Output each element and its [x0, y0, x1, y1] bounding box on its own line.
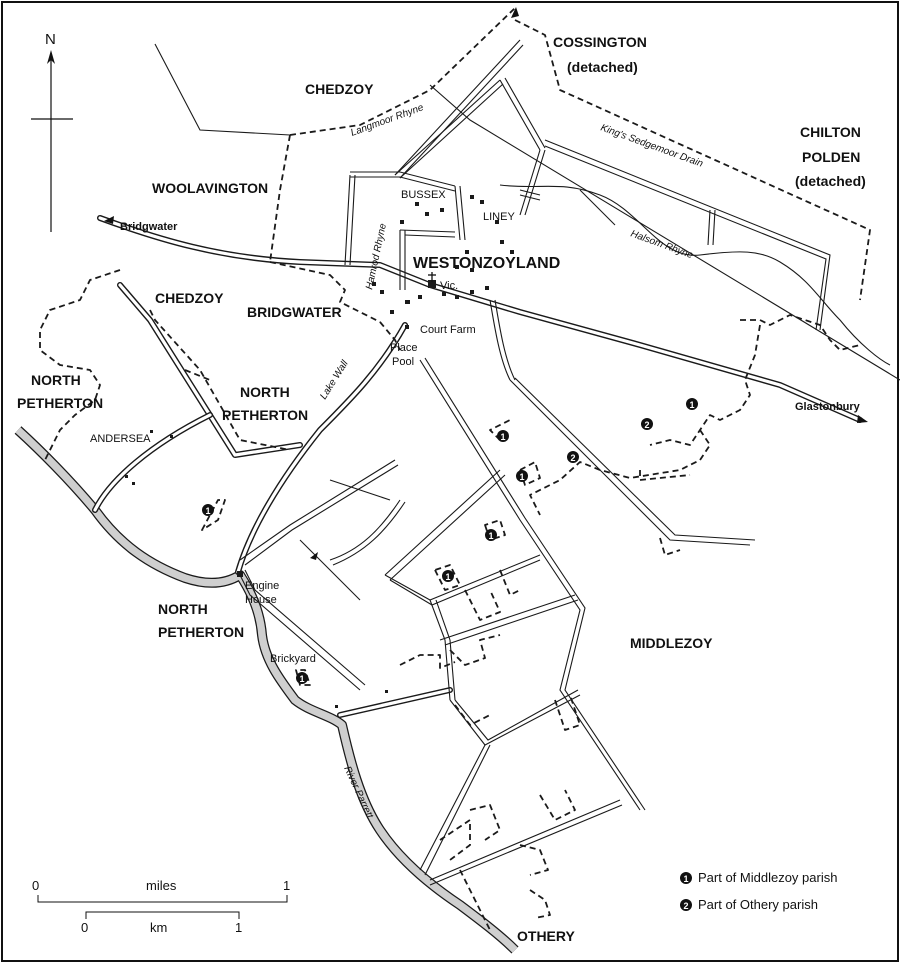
place-vic: Vic.: [440, 280, 458, 292]
parish-cossington: COSSINGTON: [553, 34, 647, 50]
road-labels: Bridgwater Glastonbury: [120, 221, 861, 413]
marker-2-icon: 2: [641, 418, 653, 430]
place-liney: LINEY: [483, 211, 515, 223]
place-andersea: ANDERSEA: [90, 433, 151, 445]
scale-miles-end: 1: [283, 878, 290, 893]
svg-text:1: 1: [445, 572, 450, 582]
svg-text:2: 2: [644, 420, 649, 430]
parish-north-petherton-low-1: NORTH: [158, 601, 208, 617]
direction-arrows: [104, 7, 868, 560]
north-label: N: [45, 31, 56, 48]
scale-miles-label: miles: [146, 878, 177, 893]
marker-1-icon: 1: [202, 504, 214, 516]
place-engine-house-1: Engine: [245, 580, 279, 592]
marker-2-icon: 2: [567, 451, 579, 463]
parish-chilton-2: POLDEN: [802, 149, 860, 165]
watercourses: [154, 43, 900, 601]
legend-item-2: Part of Othery parish: [698, 897, 818, 912]
legend-marker-2-icon: 2: [680, 899, 692, 911]
north-arrow: N: [31, 31, 73, 232]
legend-marker-1-icon: 1: [680, 872, 692, 884]
svg-text:1: 1: [205, 506, 210, 516]
place-labels: BUSSEX LINEY Vic. Court Farm Place Pool …: [90, 189, 515, 665]
marker-1-icon: 1: [686, 398, 698, 410]
scale-bar: 0 miles 1 0 km 1: [32, 878, 290, 935]
place-place-pool-1: Place: [390, 342, 418, 354]
parish-labels: CHEDZOY COSSINGTON (detached) CHILTON PO…: [17, 34, 866, 944]
marker-1-icon: 1: [516, 470, 528, 482]
legend-item-1: Part of Middlezoy parish: [698, 870, 837, 885]
parish-chedzoy-left: CHEDZOY: [155, 290, 224, 306]
marker-1-icon: 1: [485, 529, 497, 541]
svg-text:1: 1: [500, 432, 505, 442]
svg-text:1: 1: [689, 400, 694, 410]
parish-westonzoyland: WESTONZOYLAND: [413, 255, 560, 272]
parish-cossington-detached: (detached): [567, 59, 638, 75]
svg-text:2: 2: [683, 901, 688, 911]
svg-text:2: 2: [570, 453, 575, 463]
place-bussex: BUSSEX: [401, 189, 446, 201]
legend: 1 Part of Middlezoy parish 2 Part of Oth…: [680, 870, 837, 912]
place-court-farm: Court Farm: [420, 324, 476, 336]
parish-markers: 1 2 1 2 1 1 1 1 1: [202, 398, 698, 684]
road-bridgwater: Bridgwater: [120, 221, 178, 233]
vicarage-cross-icon: [428, 272, 436, 282]
parish-north-petherton-left-2: PETHERTON: [17, 395, 103, 411]
svg-text:1: 1: [683, 874, 688, 884]
place-brickyard: Brickyard: [270, 653, 316, 665]
parish-north-petherton-low-2: PETHERTON: [158, 624, 244, 640]
svg-text:1: 1: [488, 531, 493, 541]
parish-north-petherton-mid-2: PETHERTON: [222, 407, 308, 423]
parish-chilton-1: CHILTON: [800, 124, 861, 140]
parish-north-petherton-mid-1: NORTH: [240, 384, 290, 400]
road-glastonbury: Glastonbury: [795, 401, 861, 413]
lanes: [239, 39, 831, 886]
parish-bridgwater: BRIDGWATER: [247, 304, 342, 320]
parish-middlezoy: MIDDLEZOY: [630, 635, 713, 651]
scale-km-end: 1: [235, 920, 242, 935]
river-parrett: [14, 426, 519, 954]
settlement-dots: [125, 195, 514, 708]
parish-north-petherton-left-1: NORTH: [31, 372, 81, 388]
parish-chilton-detached: (detached): [795, 173, 866, 189]
roads: [92, 215, 863, 718]
svg-text:1: 1: [299, 674, 304, 684]
marker-1-icon: 1: [497, 430, 509, 442]
marker-1-icon: 1: [296, 672, 308, 684]
parish-boundaries: [39, 7, 871, 931]
scale-km-start: 0: [81, 920, 88, 935]
scale-miles-start: 0: [32, 878, 39, 893]
place-engine-house-2: House: [245, 594, 277, 606]
parish-othery: OTHERY: [517, 928, 575, 944]
parish-woolavington: WOOLAVINGTON: [152, 180, 268, 196]
scale-km-label: km: [150, 920, 167, 935]
svg-text:1: 1: [519, 472, 524, 482]
marker-1-icon: 1: [442, 570, 454, 582]
place-place-pool-2: Pool: [392, 356, 414, 368]
parish-chedzoy-top: CHEDZOY: [305, 81, 374, 97]
